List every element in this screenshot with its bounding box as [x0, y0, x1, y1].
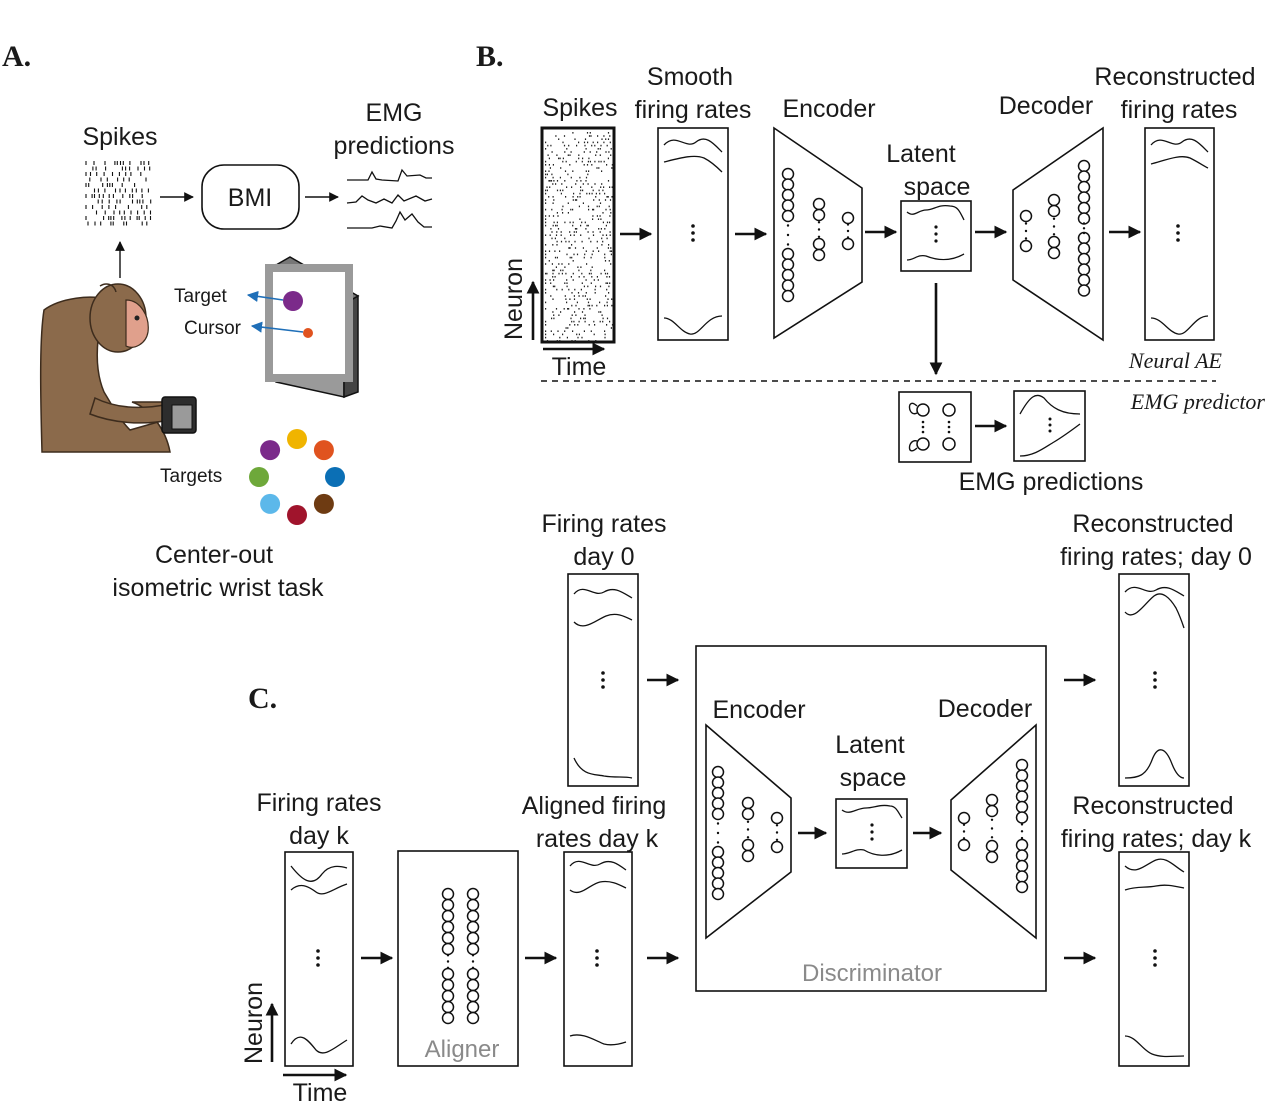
time-axis-label-b: Time: [552, 353, 607, 381]
recon0-label-line2: firing rates; day 0: [1060, 543, 1252, 571]
target-label: Target: [174, 286, 228, 307]
smooth-label-line2: firing rates: [635, 96, 752, 124]
latent-label-line1-b: Latent: [886, 140, 956, 168]
decoder-shape-b: [1012, 126, 1104, 342]
target-dot: [287, 505, 307, 525]
smooth-label-line1: Smooth: [647, 63, 733, 91]
target-dot: [313, 493, 334, 514]
emg-label-line2: predictions: [334, 132, 455, 160]
reconk-label-line1: Reconstructed: [1072, 792, 1233, 820]
aligned-label-line2: rates day k: [536, 825, 659, 853]
emg-predictor-label: EMG predictor: [1130, 389, 1266, 414]
neuron-axis-label-c: Neuron: [240, 982, 268, 1064]
reconk-label-line2: firing rates; day k: [1061, 825, 1252, 853]
spikes-label-b: Spikes: [542, 94, 617, 122]
task-label-line2: isometric wrist task: [112, 574, 324, 602]
target-pointer: [246, 290, 284, 302]
fr0-label-line1: Firing rates: [541, 510, 666, 538]
decoder-shape-c: [950, 723, 1037, 940]
target-dot: [260, 440, 281, 461]
panel-a: Spikes BMI EMG predictions: [39, 99, 455, 602]
encoder-label-c: Encoder: [712, 696, 805, 724]
latent-label-line2-c: space: [840, 764, 907, 792]
emg-label-line1: EMG: [366, 99, 423, 127]
emg-predictions-label-b: EMG predictions: [959, 468, 1144, 496]
encoder-label-b: Encoder: [782, 95, 875, 123]
latent-space-box-b: [900, 200, 972, 272]
emg-trace-icon: [346, 168, 433, 229]
recon-label-line2-b: firing rates: [1121, 96, 1238, 124]
target-dot: [249, 467, 269, 487]
target-dot: [283, 291, 303, 311]
discriminator-label: Discriminator: [802, 960, 942, 987]
task-label-line1: Center-out: [155, 541, 273, 569]
latent-label-line2-b: space: [904, 173, 971, 201]
encoder-shape-c: [705, 723, 792, 940]
aligner-label: Aligner: [425, 1036, 500, 1063]
frk-label-line2: day k: [289, 822, 349, 850]
target-dot: [313, 440, 334, 461]
panel-c: Firing rates day 0 Firing rates day k Ne…: [240, 510, 1252, 1103]
recon-firing-rates-box-b: [1144, 127, 1215, 341]
time-axis-label-c: Time: [293, 1079, 348, 1103]
bmi-label: BMI: [228, 184, 272, 212]
decoder-nodes-c: [957, 758, 1029, 894]
fr0-label-line2: day 0: [573, 543, 634, 571]
encoder-nodes-c: [711, 765, 784, 901]
spike-raster-dense: [545, 132, 614, 342]
spike-raster-box: [540, 126, 616, 344]
encoder-shape-b: [773, 126, 863, 340]
recon0-label-line1: Reconstructed: [1072, 510, 1233, 538]
target-dot: [260, 493, 281, 514]
recurrent-nodes: [908, 402, 956, 452]
recon-label-line1-b: Reconstructed: [1094, 63, 1255, 91]
target-dot: [325, 467, 345, 487]
panel-label-a: A.: [2, 40, 31, 73]
target-ring: [249, 429, 345, 525]
decoder-label-b: Decoder: [999, 92, 1094, 120]
spikes-label-a: Spikes: [82, 123, 157, 151]
bmi-box: [201, 164, 300, 230]
aligner-box: [397, 850, 519, 1067]
decoder-nodes-b: [1019, 159, 1091, 297]
encoder-nodes-b: [781, 167, 855, 303]
panel-label-c: C.: [248, 682, 277, 715]
panel-b: Spikes Neuron Time Smooth firing rates E…: [500, 63, 1265, 496]
neuron-axis-label-b: Neuron: [500, 258, 528, 340]
frk-label-line1: Firing rates: [256, 789, 381, 817]
aligner-nodes: [441, 887, 480, 1025]
cursor-label: Cursor: [184, 318, 242, 339]
target-dot: [287, 429, 307, 449]
cursor-dot: [303, 328, 313, 338]
spike-raster-icon: [85, 161, 152, 226]
ellipsis-dots: [691, 224, 695, 242]
aligned-label-line1: Aligned firing: [522, 792, 667, 820]
emg-predictor-box: [898, 391, 972, 463]
cursor-pointer: [250, 321, 304, 333]
monkey-illustration: [39, 283, 197, 453]
targets-label: Targets: [160, 466, 222, 487]
latent-label-line1-c: Latent: [835, 731, 905, 759]
decoder-label-c: Decoder: [938, 695, 1033, 723]
monitor-illustration: [265, 256, 360, 399]
neural-ae-label: Neural AE: [1128, 348, 1223, 373]
panel-label-b: B.: [476, 40, 504, 73]
